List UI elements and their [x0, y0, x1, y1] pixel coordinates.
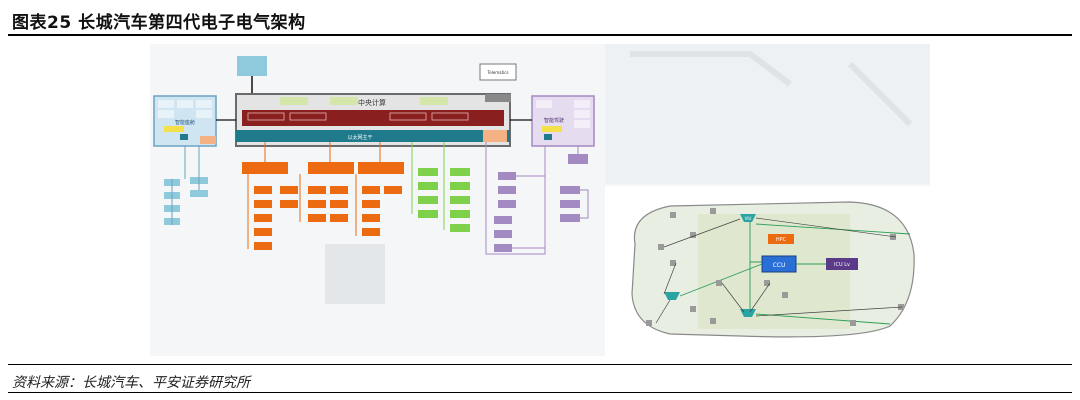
central-slot [280, 97, 308, 105]
gateway-tag [483, 130, 507, 142]
cockpit-gateway [200, 136, 216, 144]
car-wiring [655, 217, 903, 324]
cockpit-label: 智能座舱 [175, 119, 195, 126]
orange-links [247, 142, 381, 249]
title-bar: 图表25 长城汽车第四代电子电气架构 [8, 4, 1072, 36]
top-module-box [237, 56, 267, 76]
adas-port [544, 134, 552, 140]
cockpit-cell [158, 110, 174, 118]
purple-links [485, 142, 589, 255]
central-band [242, 110, 504, 126]
cockpit-domain: 智能座舱 [153, 95, 217, 147]
green-cluster [418, 168, 470, 232]
cockpit-tag [164, 126, 184, 132]
icu-label: ICU Lv [834, 262, 850, 268]
figure-title: 图表25 长城汽车第四代电子电气架构 [12, 13, 306, 33]
source-note: 资料来源：长城汽车、平安证券研究所 [12, 375, 250, 391]
icu-box [826, 258, 858, 270]
viu-left [664, 292, 680, 300]
background-block [325, 244, 385, 304]
ethernet-ring-bar [236, 130, 510, 142]
cockpit-cell [177, 100, 193, 108]
ccu-label: CCU [773, 262, 786, 269]
telematics-label: Telematics [486, 70, 508, 75]
adas-cell [574, 110, 590, 118]
cockpit-links [171, 146, 200, 225]
viu-front-label: VIU [745, 216, 752, 221]
adas-label: 智能驾驶 [544, 117, 564, 124]
footer-top-rule [8, 364, 1072, 365]
band-cell [389, 112, 427, 121]
hpc-label: HPC [776, 237, 787, 243]
band-cell [431, 112, 469, 121]
viu-front [740, 214, 756, 222]
telematics-port [485, 94, 511, 102]
hpc-box [768, 234, 794, 244]
cockpit-cell [196, 100, 212, 108]
cockpit-port [180, 134, 188, 140]
adas-cell [574, 120, 590, 128]
band-cell [289, 112, 327, 121]
adas-tag [542, 126, 562, 132]
car-topology: CCU HPC ICU Lv VIU [605, 186, 930, 356]
telematics-box [479, 63, 517, 81]
band-cell [247, 112, 285, 121]
central-slot [420, 97, 448, 105]
adas-domain: 智能驾驶 [531, 95, 595, 147]
orange-zone-clusters [242, 162, 404, 250]
adas-cell [574, 100, 590, 108]
central-label: 中央计算 [358, 98, 386, 107]
cockpit-cell [158, 100, 174, 108]
green-links [411, 142, 445, 230]
cockpit-cell [196, 110, 212, 118]
background-decoration [630, 51, 913, 127]
viu-rear [740, 309, 756, 317]
central-compute-block: 中央计算 以太网主干 [235, 93, 511, 147]
central-slot [330, 97, 358, 105]
purple-cluster [494, 154, 588, 252]
ring-label: 以太网主干 [347, 134, 372, 141]
footer-bottom-rule [8, 392, 1072, 393]
architecture-figure: 中央计算 以太网主干 Telematics 智能座舱 智能驾驶 [150, 44, 930, 356]
adas-cell [536, 100, 552, 108]
